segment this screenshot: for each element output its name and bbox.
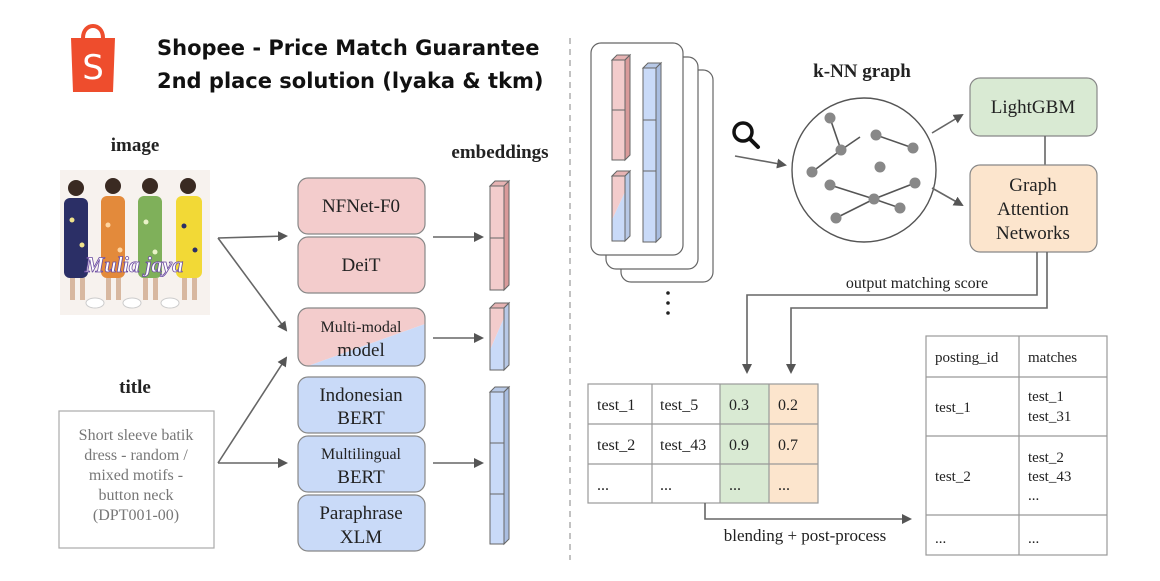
arrow-title-to-multimodal (217, 356, 288, 464)
score-cell: test_5 (660, 397, 698, 414)
title-label: title (119, 377, 151, 398)
result-header: posting_id (935, 350, 999, 366)
result-header: matches (1028, 350, 1077, 366)
embedding-stack (590, 42, 714, 283)
model-indonesian-bert: Indonesian BERT (297, 376, 426, 434)
result-cell: ... (1028, 488, 1039, 504)
knn-graph (791, 97, 937, 243)
title-text-line: button neck (98, 487, 173, 504)
model-nfnet: NFNet-F0 (297, 177, 426, 235)
score-cell: ... (597, 477, 609, 494)
result-cell: test_1 (1028, 389, 1064, 405)
model-multimodal: Multi-modal model (297, 307, 426, 367)
title-text-line: Short sleeve batik (79, 427, 194, 444)
arrow-graph-to-lightgbm (931, 113, 964, 134)
model-indonesian-bert-label: BERT (337, 408, 385, 429)
result-table: posting_id matches test_1 test_1 test_31… (925, 335, 1108, 556)
result-cell: test_1 (935, 400, 971, 416)
score-cell: test_1 (597, 397, 635, 414)
model-paraphrase-xlm-label: Paraphrase (319, 503, 402, 524)
arrow-graph-to-gat (931, 187, 964, 206)
arrow-blending (704, 503, 912, 524)
knn-graph-label: k-NN graph (813, 61, 911, 82)
svg-text:S: S (82, 48, 104, 88)
model-multilingual-bert-label: Multilingual (321, 446, 402, 463)
score-cell: 0.3 (729, 397, 749, 414)
score-cell: test_2 (597, 437, 635, 454)
model-paraphrase-xlm: Paraphrase XLM (297, 494, 426, 552)
search-icon (732, 121, 760, 149)
title-line-1: Shopee - Price Match Guarantee (157, 36, 539, 60)
gat-label: Attention (997, 199, 1069, 220)
embedding-bar-multimodal (488, 301, 511, 372)
score-cell: 0.2 (778, 397, 798, 414)
lightgbm-label: LightGBM (991, 97, 1076, 118)
gat-label: Graph (1009, 175, 1057, 196)
arrow-stack-to-graph (734, 155, 787, 169)
title-text-box (58, 410, 215, 549)
model-nfnet-label: NFNet-F0 (322, 196, 400, 217)
blending-label: blending + post-process (724, 526, 887, 545)
arrow-image-to-cnn (217, 231, 288, 242)
lightgbm-box: LightGBM (969, 77, 1098, 137)
score-cell: ... (660, 477, 672, 494)
arrow-lightgbm-score (742, 252, 1038, 374)
arrow-image-to-multimodal (217, 237, 288, 332)
result-cell: test_2 (935, 469, 971, 485)
score-cell: ... (729, 477, 741, 494)
gat-box: Graph Attention Networks (969, 164, 1098, 253)
score-cell: test_43 (660, 437, 706, 454)
gat-label: Networks (996, 223, 1070, 244)
arrow-gat-score (786, 252, 1048, 374)
title-text-line: dress - random / (84, 447, 188, 464)
model-multilingual-bert: Multilingual BERT (297, 435, 426, 493)
title-line-2: 2nd place solution (lyaka & tkm) (157, 69, 544, 93)
score-cell: 0.9 (729, 437, 749, 454)
result-cell: test_2 (1028, 450, 1064, 466)
shopee-logo-icon: S (71, 24, 115, 92)
product-image: Mulia jaya (60, 170, 210, 315)
result-cell: test_43 (1028, 469, 1071, 485)
model-deit: DeiT (297, 236, 426, 294)
image-watermark: Mulia jaya (84, 252, 183, 277)
model-multilingual-bert-label: BERT (337, 467, 385, 488)
embeddings-label: embeddings (451, 142, 548, 163)
result-cell: ... (1028, 531, 1039, 547)
model-multimodal-label: Multi-modal (321, 319, 402, 336)
title-text-line: (DPT001-00) (93, 507, 179, 524)
embedding-bar-image (488, 179, 511, 292)
model-deit-label: DeiT (341, 255, 380, 276)
score-cell: ... (778, 477, 790, 494)
output-score-label: output matching score (846, 275, 988, 292)
result-cell: test_31 (1028, 409, 1071, 425)
image-label: image (111, 135, 160, 156)
embedding-bar-text (488, 385, 511, 546)
more-stack-dots (666, 291, 670, 315)
model-multimodal-label: model (337, 340, 385, 361)
result-cell: ... (935, 531, 946, 547)
score-table: test_1 test_5 0.3 0.2 test_2 test_43 0.9… (587, 383, 819, 504)
model-indonesian-bert-label: Indonesian (319, 385, 403, 406)
model-paraphrase-xlm-label: XLM (340, 527, 382, 548)
score-cell: 0.7 (778, 437, 798, 454)
title-text-line: mixed motifs - (89, 467, 183, 484)
